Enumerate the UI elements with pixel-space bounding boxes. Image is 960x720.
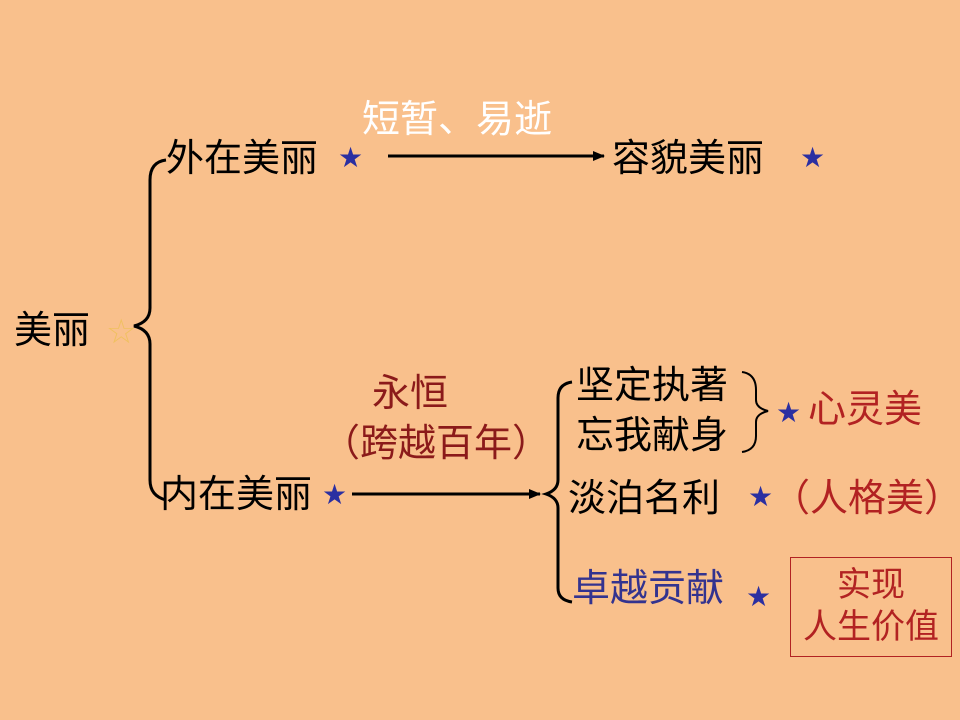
root-label: 美丽 <box>14 308 91 352</box>
inner-arrow-label: 永恒 <box>372 371 449 415</box>
heart-beauty-label: 心灵美 <box>808 387 923 431</box>
outer-beauty-label: 外在美丽 <box>166 136 319 180</box>
star-icon: ★ <box>338 141 364 174</box>
life-value-line2: 人生价值 <box>803 607 939 647</box>
root-star-outline-icon: ☆ <box>106 312 137 352</box>
star-icon: ★ <box>746 580 772 613</box>
inner-arrow-sublabel: （跨越百年） <box>322 421 551 465</box>
heart-brace <box>741 371 769 453</box>
inner-beauty-label: 内在美丽 <box>160 472 313 516</box>
star-icon: ★ <box>776 396 802 429</box>
appearance-beauty-label: 容貌美丽 <box>612 136 765 180</box>
personality-beauty-label: （人格美） <box>772 476 960 520</box>
root-brace <box>133 158 167 502</box>
star-icon: ★ <box>748 480 774 513</box>
inner-item: 忘我献身 <box>576 413 729 457</box>
inner-item: 淡泊名利 <box>568 476 721 520</box>
inner-items-brace <box>541 380 573 604</box>
star-icon: ★ <box>322 478 348 511</box>
inner-item: 坚定执著 <box>576 363 729 407</box>
life-value-box: 实现 人生价值 <box>790 557 952 657</box>
inner-item: 卓越贡献 <box>572 566 725 610</box>
outer-arrow-label: 短暂、易逝 <box>362 97 553 141</box>
life-value-line1: 实现 <box>837 565 905 605</box>
star-icon: ★ <box>800 141 826 174</box>
